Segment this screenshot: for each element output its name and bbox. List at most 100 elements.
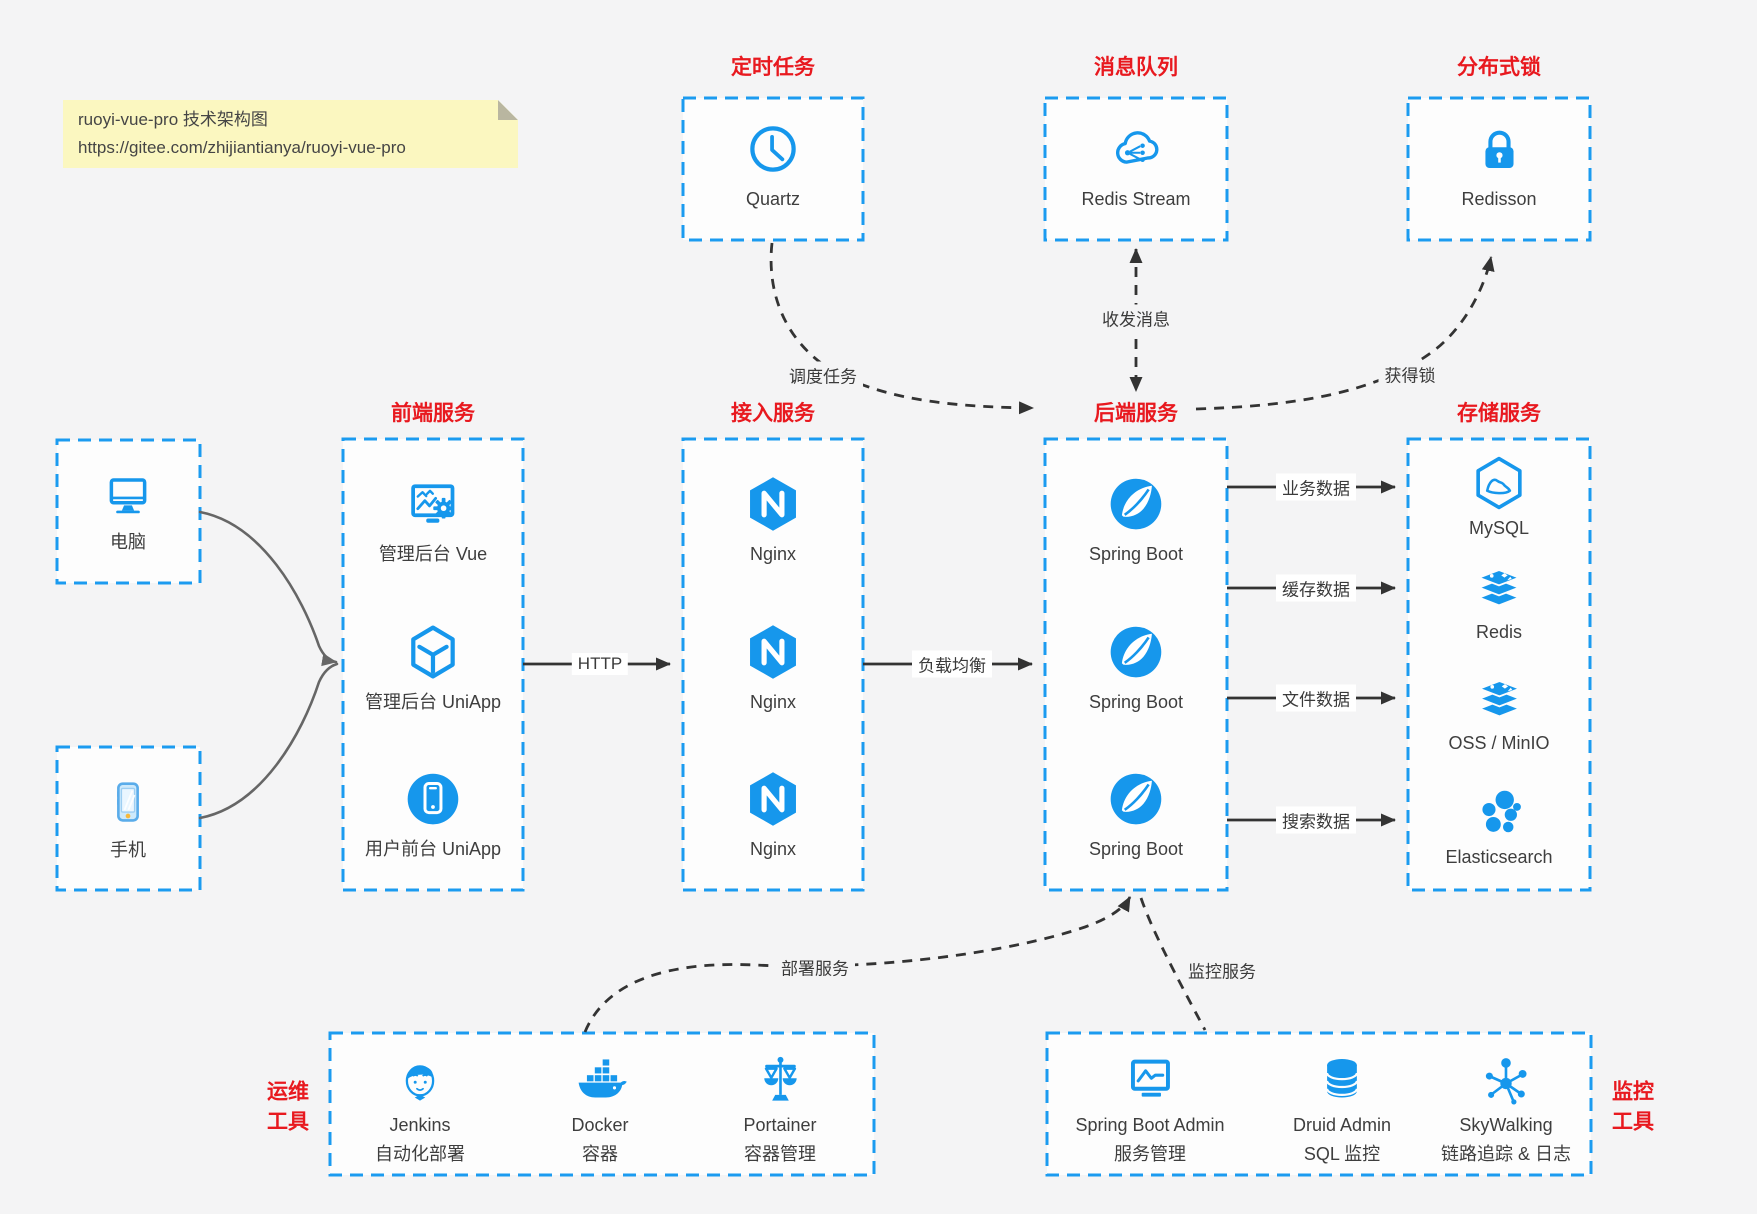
node-portainer: Portainer 容器管理 [743,1052,817,1167]
node-label: Redis [1475,622,1523,642]
user-uniapp-icon [403,769,463,829]
node-label: Portainer [743,1115,817,1135]
redisson-box [1406,96,1592,242]
node-label: Docker [571,1115,629,1135]
spring-boot-admin-icon [1122,1052,1178,1108]
jenkins-icon [392,1052,448,1108]
business-data-label: 业务数据 [1276,473,1356,501]
node-mysql: MySQL [1469,454,1529,540]
node-label: Nginx [749,839,797,859]
node-docker: Docker 容器 [571,1052,629,1167]
node-label: MySQL [1468,518,1530,538]
node-label: Jenkins [389,1115,451,1135]
http-label: HTTP [571,653,629,675]
node-user-uniapp: 用户前台 UniApp [365,769,501,861]
heading-frontend-service: 前端服务 [391,402,475,425]
node-spring-boot-admin: Spring Boot Admin 服务管理 [1075,1052,1225,1167]
acquire-lock-arrow [1195,256,1495,411]
note-fold-corner [498,100,518,120]
node-sublabel: 容器管理 [743,1144,816,1165]
node-spring-boot-3: Spring Boot [1089,769,1183,861]
acquire-lock-label: 获得锁 [1378,360,1442,388]
node-label: Spring Boot [1088,692,1184,712]
nginx-icon [743,769,803,829]
node-label: Elasticsearch [1445,847,1553,867]
node-sublabel: SQL 监控 [1303,1144,1381,1165]
note-title: ruoyi-vue-pro 技术架构图 [78,109,268,129]
node-spring-boot-2: Spring Boot [1089,622,1183,714]
desktop-icon [100,466,156,522]
node-label: 管理后台 UniApp [364,692,502,712]
search-data-label: 搜索数据 [1276,806,1356,834]
node-sublabel: 服务管理 [1114,1144,1186,1165]
send-receive-msg-label: 收发消息 [1096,304,1176,332]
docker-icon [572,1052,628,1108]
spring-boot-icon [1106,769,1166,829]
heading-message-queue: 消息队列 [1094,56,1178,79]
node-druid: Druid Admin SQL 监控 [1293,1052,1391,1167]
node-label: 手机 [110,840,146,860]
node-nginx-3: Nginx [743,769,803,861]
skywalking-icon [1478,1052,1534,1108]
phone-icon [100,774,156,830]
spring-boot-icon [1106,474,1166,534]
ops-tools-label: 运维 工具 [267,1080,309,1134]
node-redisson: Redisson [1461,119,1537,211]
node-elasticsearch: Elasticsearch [1445,785,1553,869]
node-nginx-2: Nginx [743,622,803,714]
heading-gateway-service: 接入服务 [731,402,815,425]
cache-data-label: 缓存数据 [1276,574,1356,602]
sticky-note: ruoyi-vue-pro 技术架构图 https://gitee.com/zh… [63,100,518,168]
node-label: 管理后台 Vue [378,544,488,564]
node-label: Spring Boot [1088,544,1184,564]
node-oss-minio: OSS / MinIO [1448,673,1550,755]
uniapp-cube-icon [403,622,463,682]
node-admin-uniapp: 管理后台 UniApp [365,622,501,714]
redis-stream-box [1043,96,1229,242]
monitor-service-line [1139,897,1207,1031]
oss-icon [1470,673,1528,727]
node-sublabel: 容器 [581,1144,618,1165]
druid-icon [1314,1052,1370,1108]
node-pc: 电脑 [100,466,156,554]
node-spring-boot-1: Spring Boot [1089,474,1183,566]
load-balance-label: 负载均衡 [912,650,992,678]
node-label: OSS / MinIO [1448,733,1550,753]
nginx-icon [743,622,803,682]
deploy-service-label: 部署服务 [775,953,855,981]
node-label: Nginx [749,544,797,564]
mysql-icon [1470,454,1528,512]
monitor-tools-label: 监控 工具 [1612,1080,1654,1134]
spring-boot-icon [1106,622,1166,682]
node-label: SkyWalking [1459,1115,1553,1135]
phone-to-frontend-arrow [198,662,339,820]
node-label: Redisson [1461,189,1537,209]
lock-icon [1470,119,1528,179]
pc-to-frontend-arrow [198,510,338,667]
monitor-tools-box [1045,1031,1593,1177]
nginx-icon [743,474,803,534]
node-label: 用户前台 UniApp [364,839,502,859]
node-label: Redis Stream [1081,189,1191,209]
node-label: Druid Admin [1292,1115,1392,1135]
node-redis: Redis [1470,562,1528,644]
portainer-icon [752,1052,808,1108]
deploy-service-arrow [583,896,1132,1033]
node-quartz: Quartz [743,119,803,211]
file-data-label: 文件数据 [1276,684,1356,712]
node-label: 电脑 [110,532,146,552]
node-admin-vue: 管理后台 Vue [379,474,487,566]
admin-vue-icon [403,474,463,534]
schedule-task-arrow [769,242,1034,415]
cloud-stream-icon [1105,119,1167,179]
redis-icon [1470,562,1528,616]
node-label: Spring Boot Admin [1075,1115,1225,1135]
heading-backend-service: 后端服务 [1094,402,1178,425]
heading-storage-service: 存储服务 [1457,402,1541,425]
node-label: Nginx [749,692,797,712]
heading-distributed-lock: 分布式锁 [1457,56,1541,79]
clock-icon [743,119,803,179]
storage-box [1406,437,1592,892]
node-nginx-1: Nginx [743,474,803,566]
